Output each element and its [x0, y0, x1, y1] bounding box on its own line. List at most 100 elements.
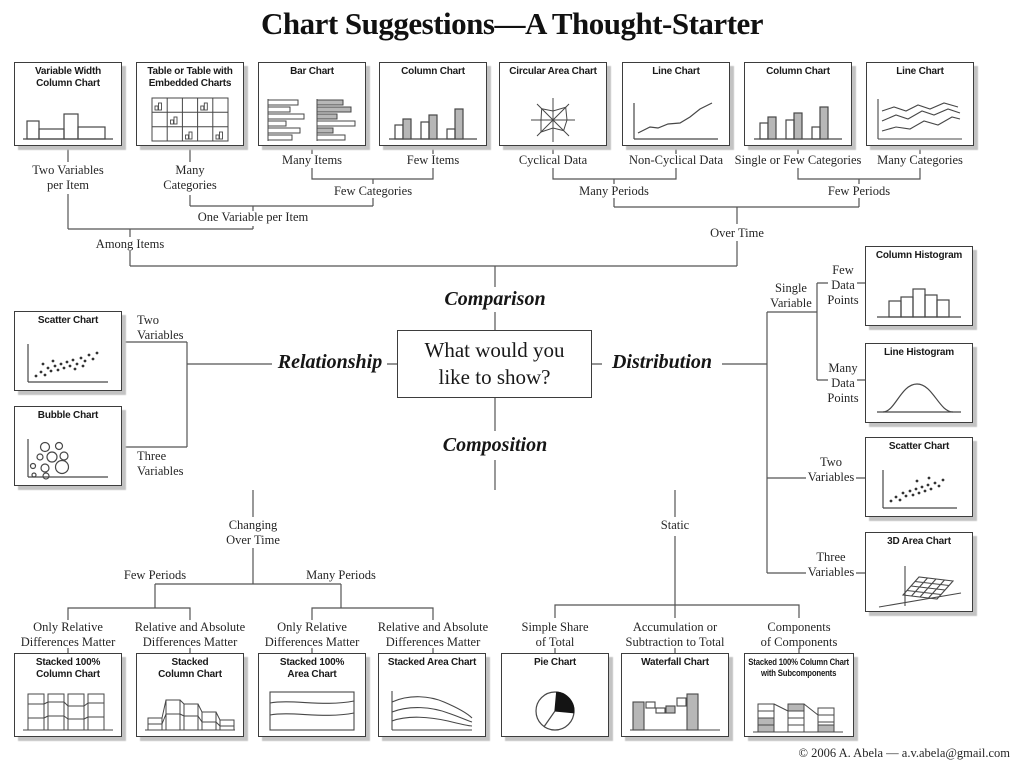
- label-changing-over-time: Changing Over Time: [226, 518, 280, 547]
- chart-box-title: Circular Area Chart: [509, 66, 597, 77]
- chart-box-title: Scatter Chart: [888, 441, 950, 452]
- column-histogram-thumbnail: [877, 288, 961, 318]
- label-two-variables-left: Two Variables: [137, 313, 184, 342]
- chart-box-title: 3D Area Chart: [887, 536, 951, 547]
- chart-box-stacked-100-column: Stacked 100% Column Chart: [14, 653, 122, 737]
- chart-box-column-chart-few-items: Column Chart: [379, 62, 487, 146]
- column-chart-thumbnail: [389, 108, 477, 140]
- chart-box-title: Stacked Area Chart: [387, 657, 477, 668]
- pie-chart-thumbnail: [535, 691, 575, 731]
- stacked-column-chart-thumbnail: [145, 699, 235, 731]
- chart-box-stacked-100-subcomponents: Stacked 100% Column Chart with Subcompon…: [744, 653, 854, 737]
- chart-box-title: Column Chart: [401, 66, 465, 77]
- branch-comparison: Comparison: [444, 288, 546, 310]
- stacked-100-subcomponents-thumbnail: [753, 703, 843, 733]
- chart-box-variable-width-column: Variable Width Column Chart: [14, 62, 122, 146]
- label-many-periods-top: Many Periods: [579, 184, 649, 198]
- label-few-categories: Few Categories: [333, 184, 413, 198]
- grouped-column-chart-thumbnail: [754, 106, 842, 140]
- label-cyclical-data: Cyclical Data: [518, 153, 588, 167]
- line-histogram-thumbnail: [877, 383, 961, 413]
- label-non-cyclical-data: Non-Cyclical Data: [628, 153, 724, 167]
- chart-box-waterfall: Waterfall Chart: [621, 653, 729, 737]
- label-few-periods-bottom: Few Periods: [123, 568, 187, 582]
- chart-box-title: Stacked 100% Column Chart: [35, 657, 101, 680]
- branch-relationship: Relationship: [277, 351, 383, 373]
- label-many-categories-left: Many Categories: [163, 163, 217, 192]
- branch-composition: Composition: [442, 434, 548, 456]
- chart-box-stacked-100-area: Stacked 100% Area Chart: [258, 653, 366, 737]
- chart-box-title: Bubble Chart: [37, 410, 99, 421]
- stacked-100-column-chart-thumbnail: [23, 693, 113, 731]
- label-two-variables-right: Two Variables: [807, 455, 855, 484]
- label-single-variable: Single Variable: [770, 281, 812, 310]
- label-many-data-points: Many Data Points: [827, 361, 859, 405]
- table-embedded-charts-thumbnail: [151, 97, 229, 142]
- chart-box-title: Line Chart: [652, 66, 700, 77]
- chart-box-title: Stacked Column Chart: [158, 657, 222, 680]
- label-only-relative-2: Only Relative Differences Matter: [264, 620, 360, 649]
- stacked-area-chart-thumbnail: [391, 691, 473, 731]
- label-components-of-components: Components of Components: [760, 620, 838, 649]
- chart-box-line-chart-non-cyclical: Line Chart: [622, 62, 730, 146]
- label-single-or-few-categories: Single or Few Categories: [734, 153, 862, 167]
- chart-box-title: Pie Chart: [533, 657, 577, 668]
- chart-box-title: Waterfall Chart: [641, 657, 709, 668]
- label-three-variables-left: Three Variables: [137, 449, 184, 478]
- label-two-variables-per-item: Two Variables per Item: [32, 163, 104, 192]
- chart-box-title: Variable Width Column Chart: [34, 66, 101, 89]
- chart-box-stacked-area: Stacked Area Chart: [378, 653, 486, 737]
- chart-box-title: Line Histogram: [884, 347, 954, 358]
- label-relative-absolute-1: Relative and Absolute Differences Matter: [134, 620, 246, 649]
- chart-box-title: Column Chart: [766, 66, 830, 77]
- chart-box-title: Bar Chart: [290, 66, 334, 77]
- label-few-items: Few Items: [406, 153, 460, 167]
- chart-box-title: Scatter Chart: [37, 315, 99, 326]
- multi-line-chart-thumbnail: [877, 99, 962, 140]
- chart-box-title: Line Chart: [896, 66, 944, 77]
- chart-box-title: Stacked 100% Column Chart with Subcompon…: [748, 657, 850, 678]
- line-chart-thumbnail: [633, 102, 718, 140]
- label-static: Static: [660, 518, 690, 532]
- label-accumulation-or-subtraction: Accumulation or Subtraction to Total: [625, 620, 725, 649]
- chart-box-pie: Pie Chart: [501, 653, 609, 737]
- circular-area-chart-thumbnail: [531, 98, 575, 142]
- chart-box-title: Stacked 100% Area Chart: [279, 657, 345, 680]
- chart-box-3d-area: 3D Area Chart: [865, 532, 973, 612]
- stacked-100-area-chart-thumbnail: [269, 691, 355, 731]
- chart-box-bar-chart: Bar Chart: [258, 62, 366, 146]
- chart-box-scatter-relationship: Scatter Chart: [14, 311, 122, 391]
- chart-box-scatter-distribution: Scatter Chart: [865, 437, 973, 517]
- label-relative-absolute-2: Relative and Absolute Differences Matter: [377, 620, 489, 649]
- label-simple-share-of-total: Simple Share of Total: [521, 620, 589, 649]
- chart-box-circular-area: Circular Area Chart: [499, 62, 607, 146]
- waterfall-chart-thumbnail: [630, 693, 720, 731]
- chart-box-line-histogram: Line Histogram: [865, 343, 973, 423]
- label-three-variables-right: Three Variables: [807, 550, 855, 579]
- label-many-periods-bottom: Many Periods: [306, 568, 376, 582]
- chart-box-column-chart-single-few: Column Chart: [744, 62, 852, 146]
- center-question-box: What would you like to show?: [397, 330, 592, 398]
- branch-distribution: Distribution: [611, 351, 713, 373]
- page-title: Chart Suggestions—A Thought-Starter: [260, 6, 764, 41]
- 3d-area-chart-thumbnail: [878, 566, 962, 608]
- variable-width-column-chart-thumbnail: [23, 113, 113, 140]
- bubble-chart-thumbnail: [27, 439, 108, 480]
- label-only-relative-1: Only Relative Differences Matter: [20, 620, 116, 649]
- label-many-items: Many Items: [281, 153, 343, 167]
- chart-box-stacked-column: Stacked Column Chart: [136, 653, 244, 737]
- label-one-variable-per-item: One Variable per Item: [197, 210, 309, 224]
- copyright-notice: © 2006 A. Abela — a.v.abela@gmail.com: [798, 746, 1010, 760]
- label-over-time: Over Time: [710, 226, 764, 240]
- label-few-data-points: Few Data Points: [827, 263, 859, 307]
- scatter-chart-thumbnail: [27, 344, 108, 383]
- chart-box-bubble: Bubble Chart: [14, 406, 122, 486]
- chart-box-title: Table or Table with Embedded Charts: [147, 66, 233, 89]
- label-few-periods-top: Few Periods: [827, 184, 891, 198]
- chart-box-table-embedded: Table or Table with Embedded Charts: [136, 62, 244, 146]
- chart-box-title: Column Histogram: [875, 250, 963, 261]
- scatter-chart-thumbnail: [882, 470, 957, 509]
- chart-box-line-chart-many-categories: Line Chart: [866, 62, 974, 146]
- label-many-categories-right: Many Categories: [877, 153, 963, 167]
